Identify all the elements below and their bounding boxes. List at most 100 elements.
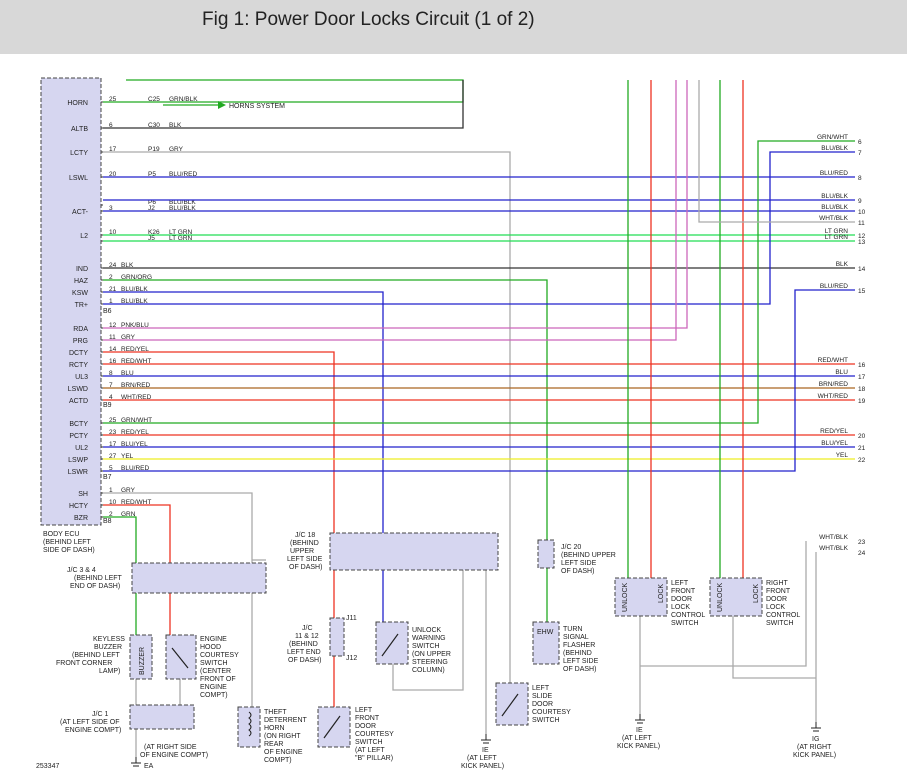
ecu-label-lswr: LSWR — [68, 469, 88, 476]
ecu-conn-horn: C25 — [148, 96, 160, 103]
ecu-wire-pcty: RED/YEL — [121, 429, 149, 436]
ground-ea-caption: EA — [144, 763, 154, 770]
title-bar: Fig 1: Power Door Locks Circuit (1 of 2) — [0, 0, 907, 54]
right-wire-num-9: 9 — [858, 198, 862, 205]
ecu-label-trp: TR+ — [75, 302, 88, 309]
rf-unlock-label: UNLOCK — [717, 582, 724, 612]
ecu-wire-lswr: BLU/RED — [121, 465, 149, 472]
body-ecu-box — [40, 77, 102, 526]
right-wire-label-24: WHT/BLK — [819, 545, 849, 552]
right-wire-num-21: 21 — [858, 445, 866, 452]
wire-lswr — [103, 289, 855, 472]
connector-b9: B9 — [103, 402, 112, 409]
ecu-wire-rcty: RED/WHT — [121, 358, 151, 365]
theft-horn-box — [237, 706, 261, 748]
ecu-pin-sh: 1 — [109, 487, 113, 494]
right-wire-num-16: 16 — [858, 362, 866, 369]
unlock-warning-blade — [381, 633, 399, 657]
right-wire-label-10: BLU/BLK — [821, 204, 848, 211]
ecu-pin-lcty: 17 — [109, 146, 117, 153]
ecu-pin-lswl: 20 — [109, 171, 117, 178]
right-wire-label-18: BRN/RED — [819, 381, 849, 388]
ecu-wire-sh: GRY — [121, 487, 136, 494]
ecu-wire-ul2: BLU/YEL — [121, 441, 148, 448]
right-wire-label-20: RED/YEL — [820, 428, 848, 435]
ecu-wire-act: BLU/BLK — [169, 205, 196, 212]
wire-whtblk-23 — [640, 541, 807, 667]
horns-system-label: HORNS SYSTEM — [229, 103, 285, 110]
right-wire-label-12: LT GRN — [825, 228, 849, 235]
wire-lcty — [103, 151, 511, 710]
ecu-pin-lswr: 5 — [109, 465, 113, 472]
ecu-label-act: ACT- — [72, 209, 89, 216]
lf-unlock-label: UNLOCK — [622, 582, 629, 612]
ecu-conn-l2: K26 — [148, 229, 160, 236]
right-wire-num-15: 15 — [858, 288, 866, 295]
ecu-wire-ind: BLK — [121, 262, 134, 269]
turn-flasher-box — [532, 621, 560, 665]
ecu-pin-lswp: 27 — [109, 453, 117, 460]
ecu-wire-lswd: BRN/RED — [121, 382, 151, 389]
ehw-label: EHW — [537, 629, 554, 636]
ecu-pin-lswd: 7 — [109, 382, 113, 389]
wire-prg — [103, 80, 677, 341]
jc18-box — [329, 532, 499, 571]
ecu-wire-prg: GRY — [121, 334, 136, 341]
ecu-label-pcty: PCTY — [69, 433, 88, 440]
left-slide-box — [495, 682, 529, 726]
ecu-label-actd: ACTD — [69, 398, 88, 405]
left-slide-blade — [501, 693, 519, 717]
ecu-label-lswd: LSWD — [68, 386, 88, 393]
jc34-box — [131, 562, 267, 594]
ecu-pin-trp: 1 — [109, 298, 113, 305]
keyless-buzzer-box — [129, 634, 153, 680]
ecu-wire-horn: GRN/BLK — [169, 96, 198, 103]
page-title: Fig 1: Power Door Locks Circuit (1 of 2) — [202, 9, 535, 30]
ecu-pin-horn: 25 — [109, 96, 117, 103]
right-wire-num-10: 10 — [858, 209, 866, 216]
ecu-label-lswp: LSWP — [68, 457, 88, 464]
ecu-wire-lswl: BLU/RED — [169, 171, 197, 178]
jc20-box — [537, 539, 555, 569]
ecu-wire-l2b: LT GRN — [169, 235, 193, 242]
ecu-conn-lcty: P19 — [148, 146, 160, 153]
ecu-wire-ul3: BLU — [121, 370, 134, 377]
wire-ksw — [103, 291, 384, 533]
ecu-label-lcty: LCTY — [70, 150, 88, 157]
right-wire-num-13: 13 — [858, 239, 866, 246]
right-wire-label-17: BLU — [835, 369, 848, 376]
wire-altb — [103, 80, 464, 129]
ecu-label-altb: ALTB — [71, 126, 88, 133]
ecu-wire-trp: BLU/BLK — [121, 298, 148, 305]
right-wire-num-22: 22 — [858, 457, 866, 464]
ecu-label-bzr: BZR — [74, 515, 88, 522]
ecu-pin-actd: 4 — [109, 394, 113, 401]
right-wire-label-8: BLU/RED — [820, 170, 848, 177]
right-wire-num-20: 20 — [858, 433, 866, 440]
ecu-label-hcty: HCTY — [69, 503, 88, 510]
right-wire-num-17: 17 — [858, 374, 866, 381]
horns-arrow-head — [218, 101, 226, 109]
wire-bzr — [103, 516, 137, 563]
jc1112-j11: J11 — [346, 615, 357, 622]
right-wire-num-19: 19 — [858, 398, 866, 405]
ecu-label-prg: PRG — [73, 338, 88, 345]
ecu-pin-hcty: 10 — [109, 499, 117, 506]
ecu-wire-ksw: BLU/BLK — [121, 286, 148, 293]
ecu-conn-altb: C30 — [148, 122, 160, 129]
right-wire-num-14: 14 — [858, 266, 866, 273]
wire-unlock-whtblk — [392, 570, 464, 691]
ecu-label-l2: L2 — [80, 233, 88, 240]
ecu-label-rcty: RCTY — [69, 362, 88, 369]
ecu-label-lswl: LSWL — [69, 175, 88, 182]
right-wire-label-15: BLU/RED — [820, 283, 848, 290]
